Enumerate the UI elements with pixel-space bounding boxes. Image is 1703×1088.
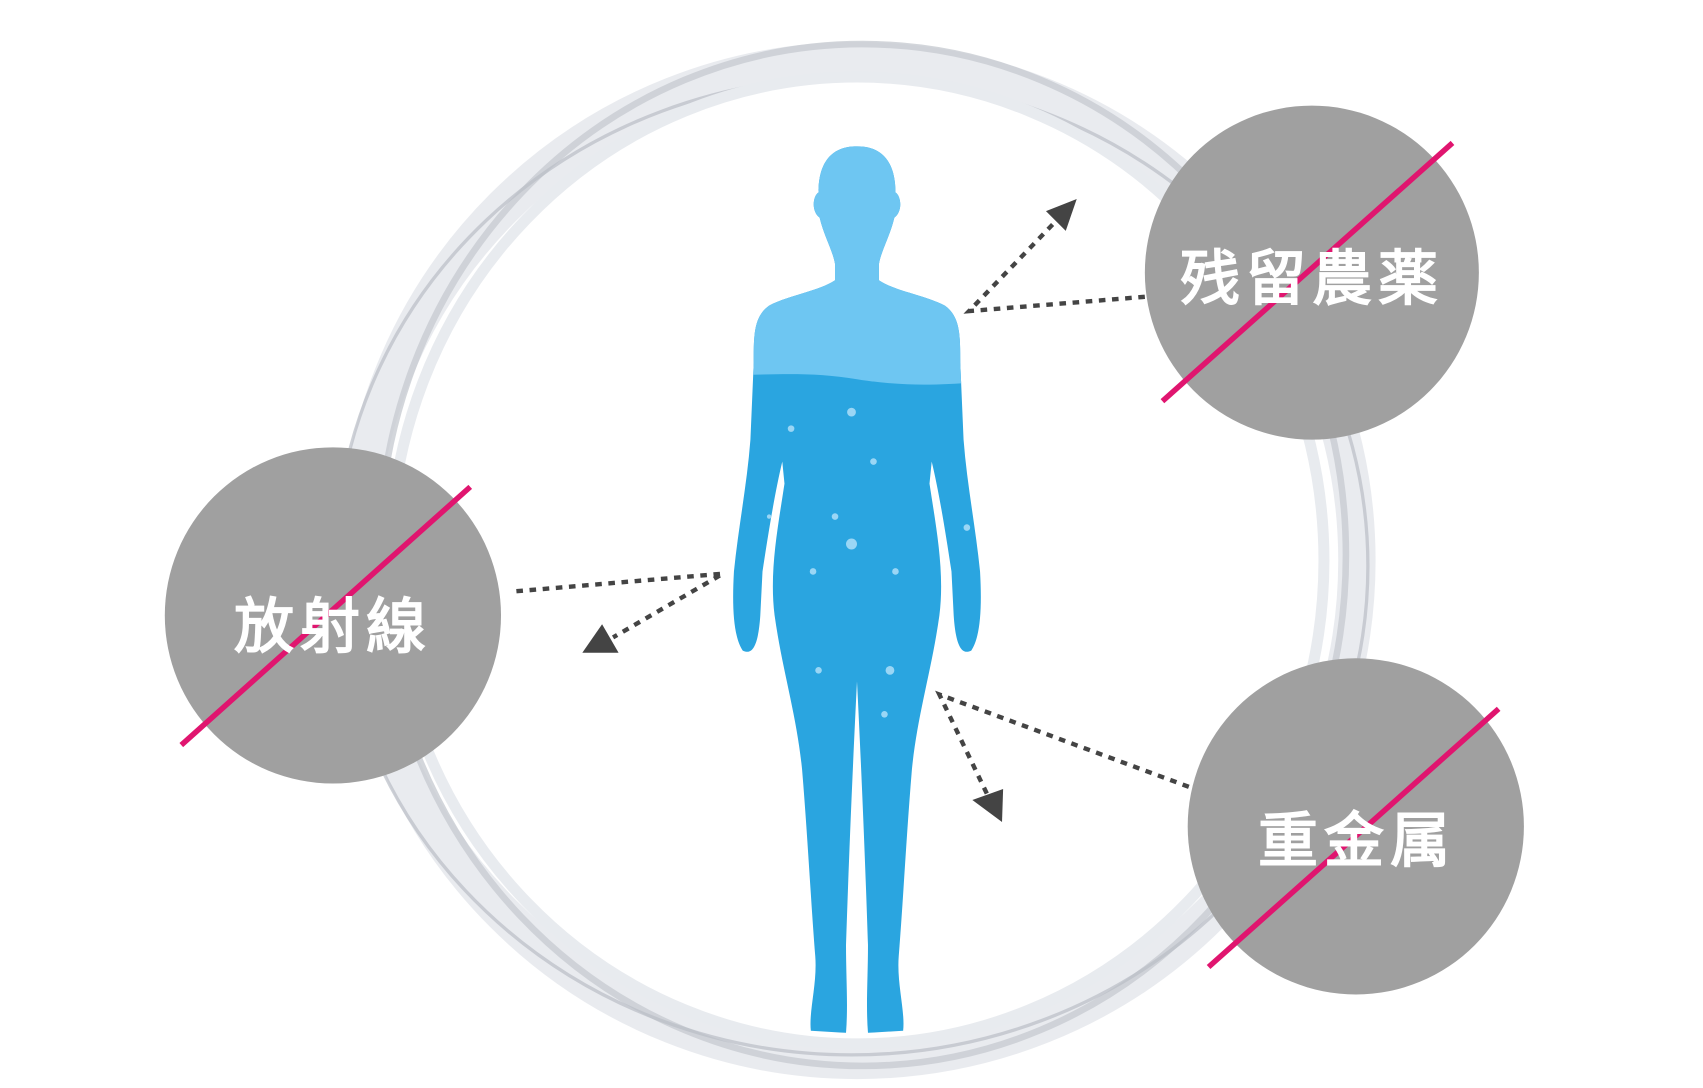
arrowhead-radiation	[582, 624, 619, 653]
strike-line	[1160, 140, 1455, 404]
label-pesticide: 残留農薬	[1180, 244, 1444, 315]
human-body-figure	[733, 146, 981, 1033]
arrow-heavy-metals	[935, 690, 1190, 799]
strike-line	[179, 484, 473, 748]
label-radiation: 放射線	[234, 592, 432, 663]
label-heavy-metals: 重金属	[1258, 806, 1456, 877]
circle-pesticide	[1144, 105, 1479, 440]
circle-radiation	[164, 447, 502, 784]
circle-heavy-metals	[1187, 658, 1524, 995]
arrow-pesticide	[963, 215, 1146, 314]
arrowhead-heavy-metals	[972, 789, 1004, 822]
arrowhead-pesticide	[1045, 199, 1077, 231]
arrow-radiation	[516, 571, 725, 640]
strike-line	[1206, 706, 1501, 970]
